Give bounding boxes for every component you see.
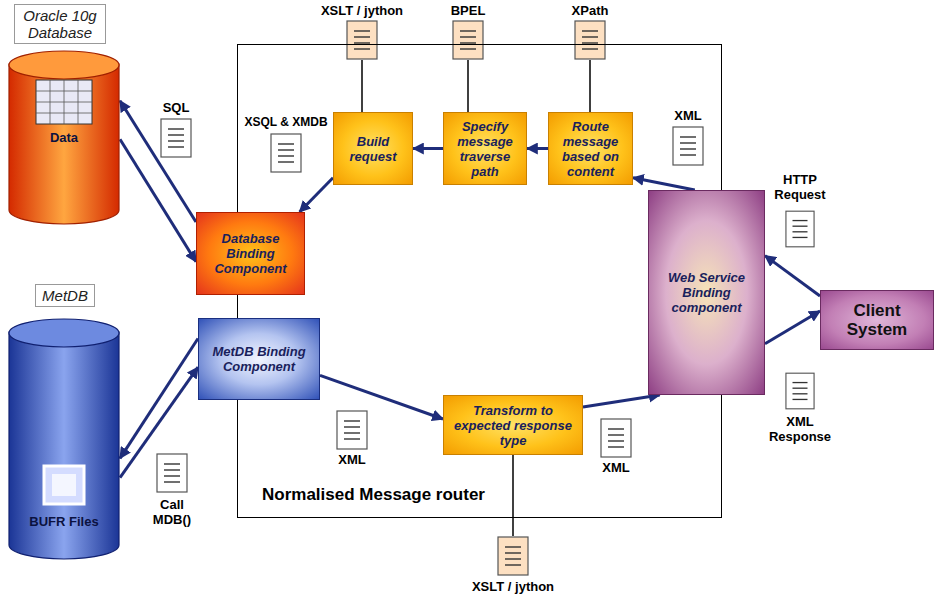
box-label: Web Service Binding component bbox=[654, 270, 759, 315]
document-label: XML bbox=[596, 460, 636, 475]
document-label: XSQL & XMDB bbox=[240, 115, 332, 130]
grid-line bbox=[36, 113, 92, 114]
document-icon bbox=[271, 134, 301, 172]
document-label: XML bbox=[332, 452, 372, 467]
flow-arrow bbox=[765, 311, 820, 344]
document-icon bbox=[601, 419, 631, 457]
grid-line bbox=[36, 102, 92, 103]
flow-arrow bbox=[633, 178, 695, 190]
process-box: Build request bbox=[333, 112, 413, 185]
process-box: Transform to expected response type bbox=[443, 395, 583, 455]
box-label: Route message based on content bbox=[554, 119, 627, 179]
document-label: BPEL bbox=[438, 3, 498, 18]
leader-line bbox=[512, 455, 514, 536]
box-label: Transform to expected response type bbox=[449, 403, 577, 448]
database-cylinder: MetDBBUFR Files bbox=[8, 318, 120, 560]
document-icon bbox=[673, 127, 703, 165]
process-box: Route message based on content bbox=[548, 112, 633, 185]
document-icon bbox=[157, 454, 187, 492]
leader-line bbox=[589, 60, 591, 112]
flow-arrow bbox=[320, 375, 443, 419]
document-label: HTTP Request bbox=[769, 172, 831, 202]
flow-arrow bbox=[120, 367, 198, 478]
flow-arrow bbox=[120, 339, 198, 459]
document-label: XSLT / jython bbox=[307, 3, 417, 18]
binding-component: Web Service Binding component bbox=[648, 190, 765, 395]
document-label: Call MDB() bbox=[147, 497, 197, 527]
client-box: Client System bbox=[820, 290, 934, 350]
box-label: Client System bbox=[826, 301, 928, 339]
binding-component: Database Binding Component bbox=[196, 212, 305, 295]
binding-component: MetDB Binding Component bbox=[198, 318, 320, 400]
file-icon bbox=[44, 466, 84, 504]
document-icon bbox=[498, 537, 528, 575]
leader-line bbox=[467, 60, 469, 112]
file-icon-glow bbox=[52, 474, 76, 496]
flow-arrow bbox=[120, 139, 196, 262]
flow-arrow bbox=[413, 147, 443, 150]
flow-arrow bbox=[583, 395, 660, 407]
document-label: SQL bbox=[156, 100, 196, 115]
flow-arrow bbox=[765, 256, 820, 296]
box-label: Specify message traverse path bbox=[449, 119, 521, 179]
flow-arrow bbox=[120, 101, 196, 222]
document-label: XML Response bbox=[760, 414, 840, 444]
database-name: Oracle 10g Database bbox=[14, 4, 106, 44]
database-name: MetDB bbox=[35, 284, 95, 307]
document-label: XPath bbox=[560, 3, 620, 18]
document-label: XSLT / jython bbox=[458, 579, 568, 594]
content-label: BUFR Files bbox=[8, 514, 120, 529]
document-icon bbox=[575, 21, 605, 59]
document-icon bbox=[786, 211, 814, 247]
document-icon bbox=[161, 119, 191, 157]
box-label: MetDB Binding Component bbox=[204, 344, 314, 374]
router-title: Normalised Message router bbox=[262, 485, 485, 505]
grid-line bbox=[78, 80, 79, 124]
cylinder-top bbox=[9, 319, 119, 347]
document-icon bbox=[786, 373, 814, 409]
box-label: Database Binding Component bbox=[202, 231, 299, 276]
flow-arrow bbox=[300, 178, 333, 212]
document-icon bbox=[453, 21, 483, 59]
flow-arrow bbox=[527, 147, 548, 150]
box-label: Build request bbox=[339, 134, 407, 164]
cylinder-top bbox=[9, 51, 119, 79]
data-table-grid bbox=[36, 80, 92, 124]
database-cylinder: Oracle 10g DatabaseData bbox=[8, 50, 120, 225]
document-icon bbox=[347, 21, 377, 59]
leader-line bbox=[361, 60, 363, 112]
cylinder-body bbox=[9, 332, 119, 559]
document-label: XML bbox=[668, 108, 708, 123]
process-box: Specify message traverse path bbox=[443, 112, 527, 185]
content-label: Data bbox=[8, 130, 120, 145]
document-icon bbox=[337, 411, 367, 449]
cylinder-body bbox=[9, 64, 119, 224]
